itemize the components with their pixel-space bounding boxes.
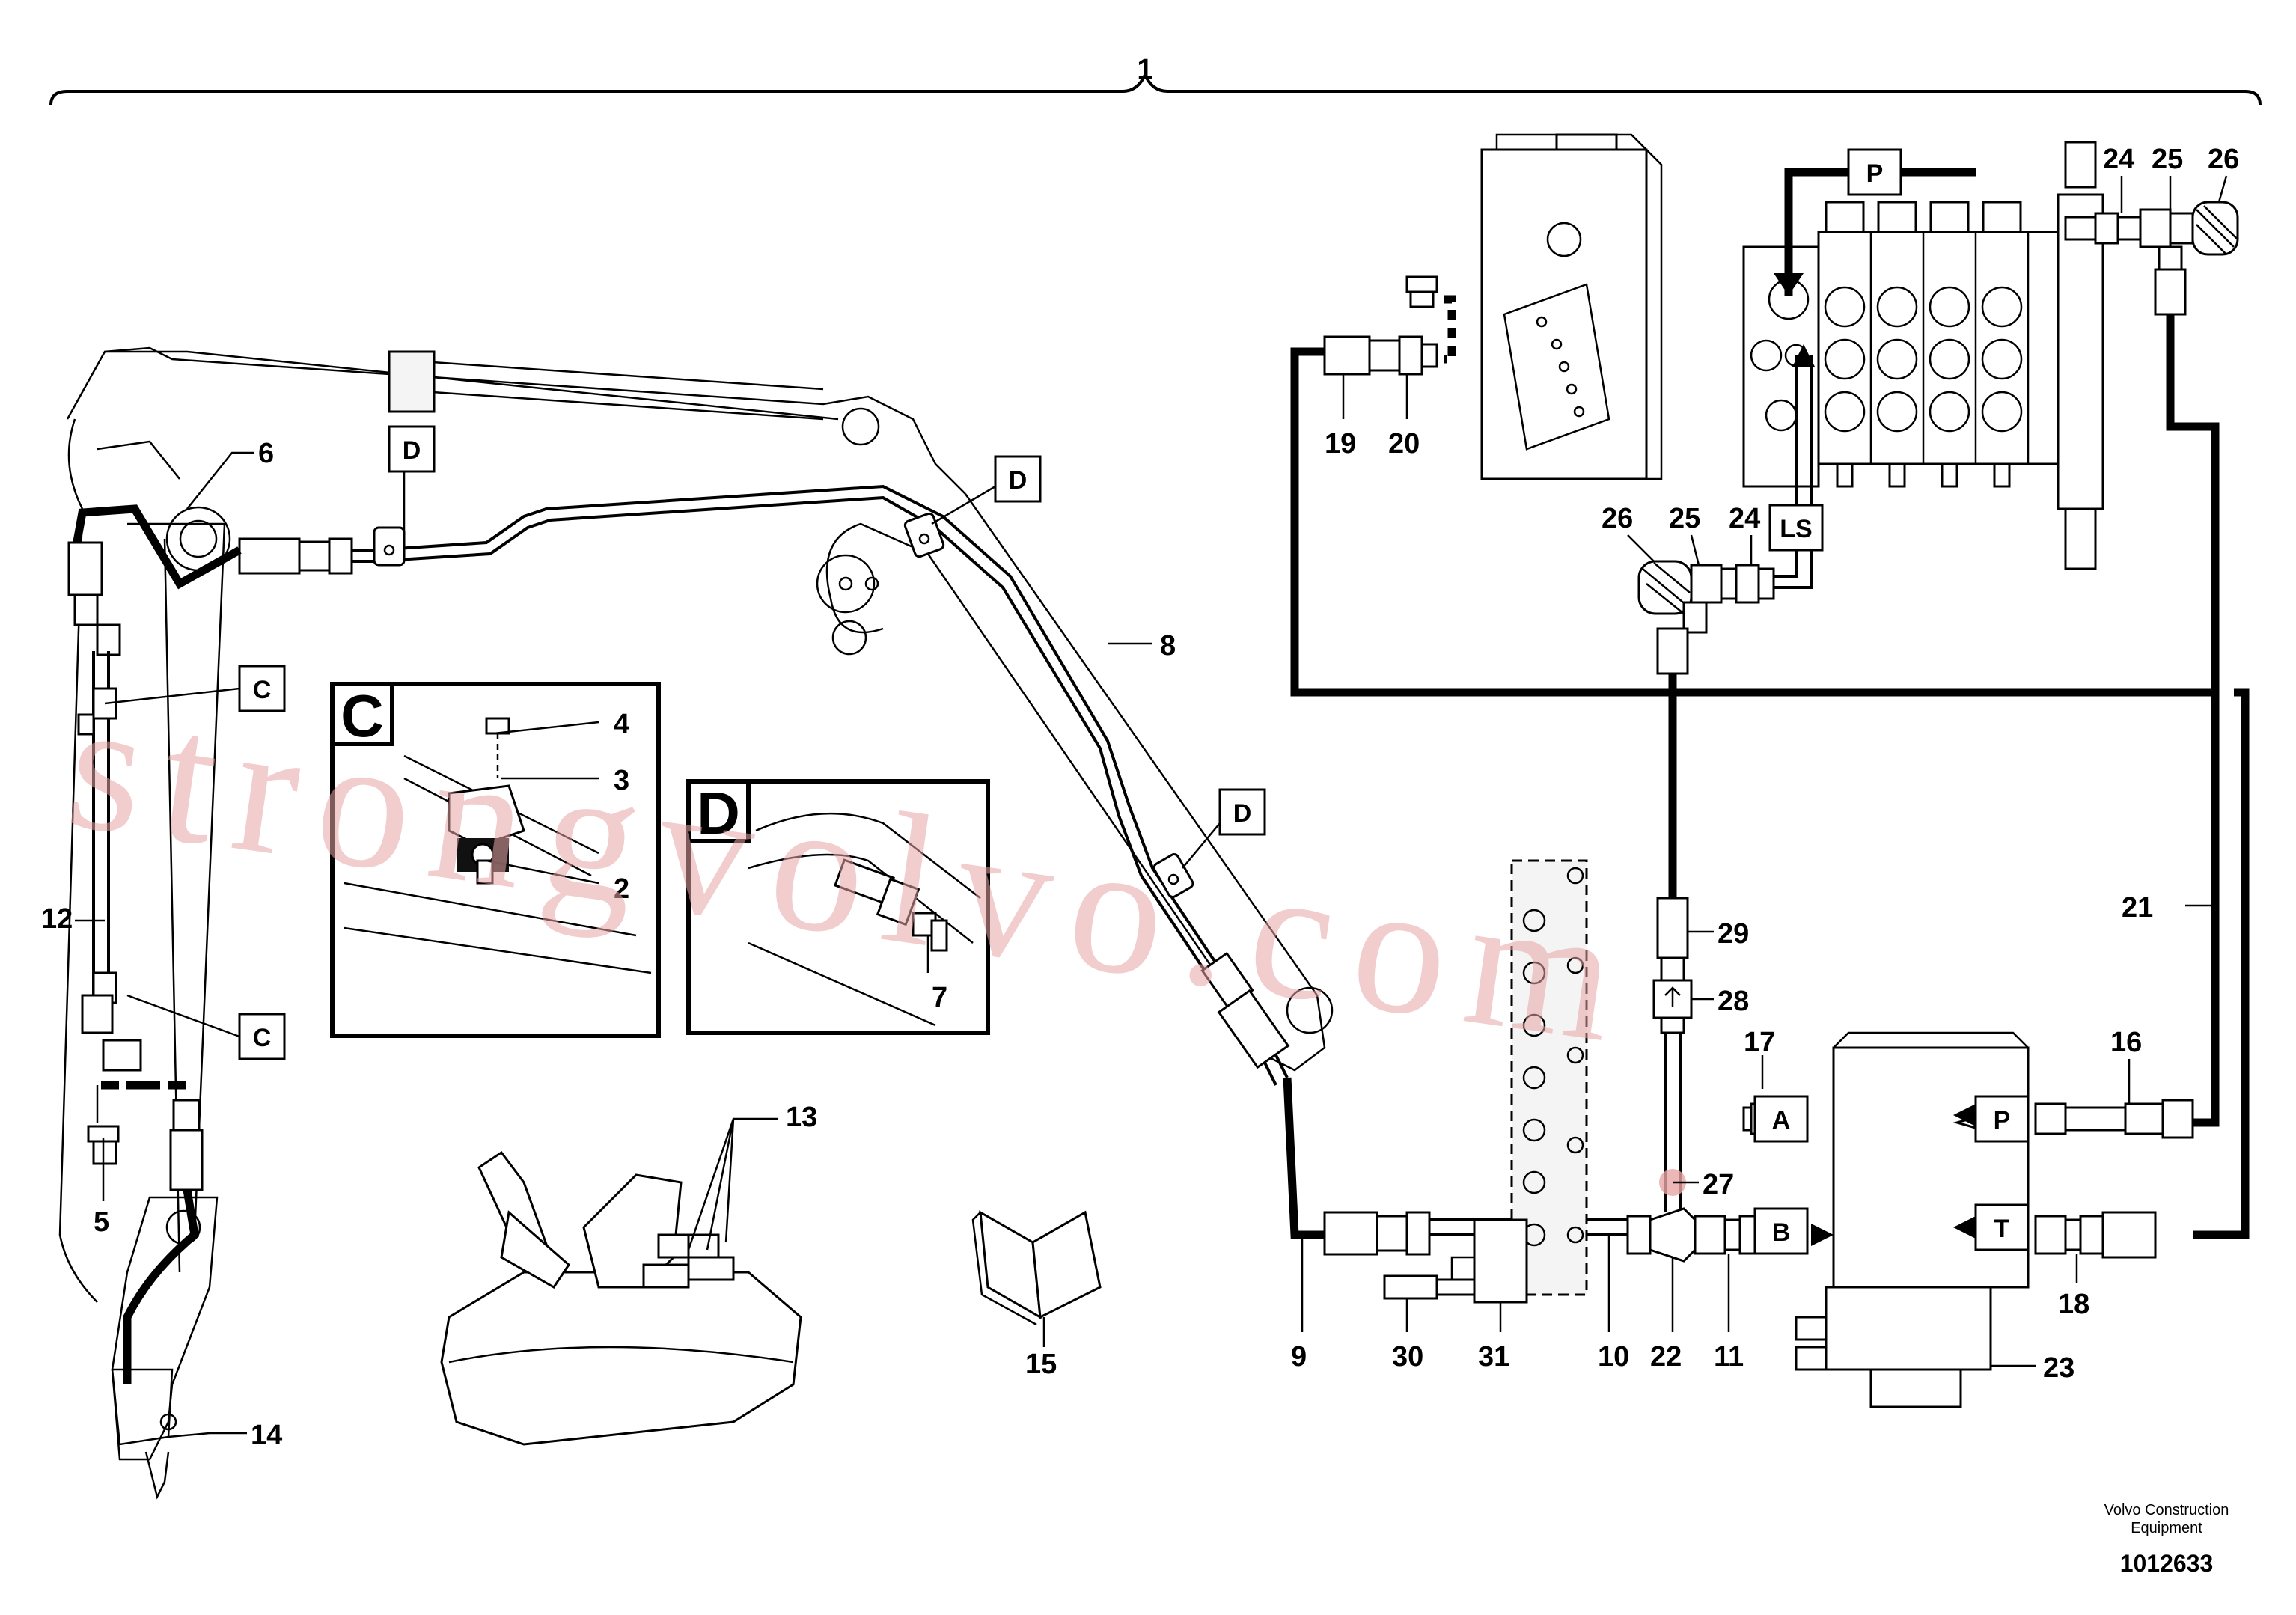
callout-10: 10	[1598, 1341, 1629, 1373]
clamp-label-c-2: C	[253, 1024, 272, 1052]
fittings-center	[1652, 897, 1693, 1196]
callout-29: 29	[1718, 918, 1749, 950]
callout-26-ls: 26	[1602, 503, 1633, 534]
drawing-number: 1012633	[2120, 1550, 2214, 1577]
callout-13: 13	[786, 1102, 817, 1133]
port-ls: LS	[1780, 515, 1812, 543]
port-p-top: P	[1866, 159, 1884, 188]
callout-3: 3	[614, 765, 629, 796]
callout-7: 7	[932, 982, 947, 1013]
callout-5: 5	[94, 1206, 109, 1238]
callout-22: 22	[1650, 1341, 1682, 1373]
callout-20: 20	[1388, 428, 1420, 460]
mounting-bracket-top	[1480, 133, 1663, 480]
port-a: A	[1772, 1106, 1791, 1135]
callout-30: 30	[1392, 1341, 1423, 1373]
callout-4: 4	[614, 709, 629, 740]
clamp-label-c-1: C	[253, 676, 272, 704]
operator-control-console	[440, 1150, 802, 1446]
operator-manual	[971, 1210, 1102, 1326]
detail-d-title: D	[697, 780, 740, 846]
callout-25-top: 25	[2152, 144, 2183, 175]
control-valve-block	[1742, 141, 2104, 570]
callout-23: 23	[2043, 1352, 2074, 1384]
callout-17: 17	[1744, 1027, 1775, 1058]
excavator-arm-drawing	[58, 346, 1334, 1500]
port-b: B	[1772, 1218, 1791, 1247]
callout-16: 16	[2110, 1027, 2142, 1058]
callout-21: 21	[2122, 892, 2153, 923]
fittings-bottom-row	[1323, 1207, 1779, 1304]
fittings-19-20	[1323, 275, 1438, 376]
callout-26-top: 26	[2208, 144, 2239, 175]
top-brace	[49, 71, 2262, 106]
clamp-label-d-3: D	[1233, 799, 1252, 828]
callout-25-ls: 25	[1669, 503, 1700, 534]
fittings-ls	[1637, 560, 1775, 675]
fittings-top-right	[2064, 201, 2239, 316]
port-t: T	[1994, 1215, 2010, 1243]
callout-11: 11	[1714, 1341, 1744, 1373]
port-p-valve: P	[1994, 1106, 2011, 1135]
footer-company-line2: Equipment	[2131, 1520, 2202, 1536]
clamp-label-d-2: D	[1009, 466, 1028, 495]
callout-28: 28	[1718, 986, 1749, 1017]
callout-24-top: 24	[2103, 144, 2134, 175]
callout-18: 18	[2058, 1289, 2089, 1320]
callout-15: 15	[1025, 1349, 1057, 1380]
callout-6: 6	[258, 438, 274, 469]
callout-19: 19	[1325, 428, 1356, 460]
callout-12: 12	[41, 903, 73, 935]
callout-27: 27	[1703, 1169, 1734, 1200]
port-arrows	[1774, 273, 1976, 1246]
callout-14: 14	[251, 1420, 282, 1451]
footer-company-line1: Volvo Construction	[2104, 1502, 2229, 1518]
callout-8: 8	[1160, 630, 1176, 662]
leader-lines	[75, 175, 2228, 1438]
callout-9: 9	[1291, 1341, 1307, 1373]
clamp-label-d-1: D	[403, 436, 421, 465]
label-boxes	[238, 148, 2030, 1255]
dipper-hydraulic-line	[67, 504, 242, 1384]
boom-hydraulic-line	[238, 484, 1290, 1086]
callout-31: 31	[1478, 1341, 1509, 1373]
callout-2: 2	[614, 873, 629, 905]
detail-c	[330, 682, 661, 1038]
hydraulic-lines	[1283, 168, 2250, 1239]
callout-24-ls: 24	[1729, 503, 1760, 534]
detail-c-title: C	[341, 683, 384, 749]
assembly-number: 1	[1137, 54, 1152, 85]
detail-d	[686, 779, 990, 1035]
